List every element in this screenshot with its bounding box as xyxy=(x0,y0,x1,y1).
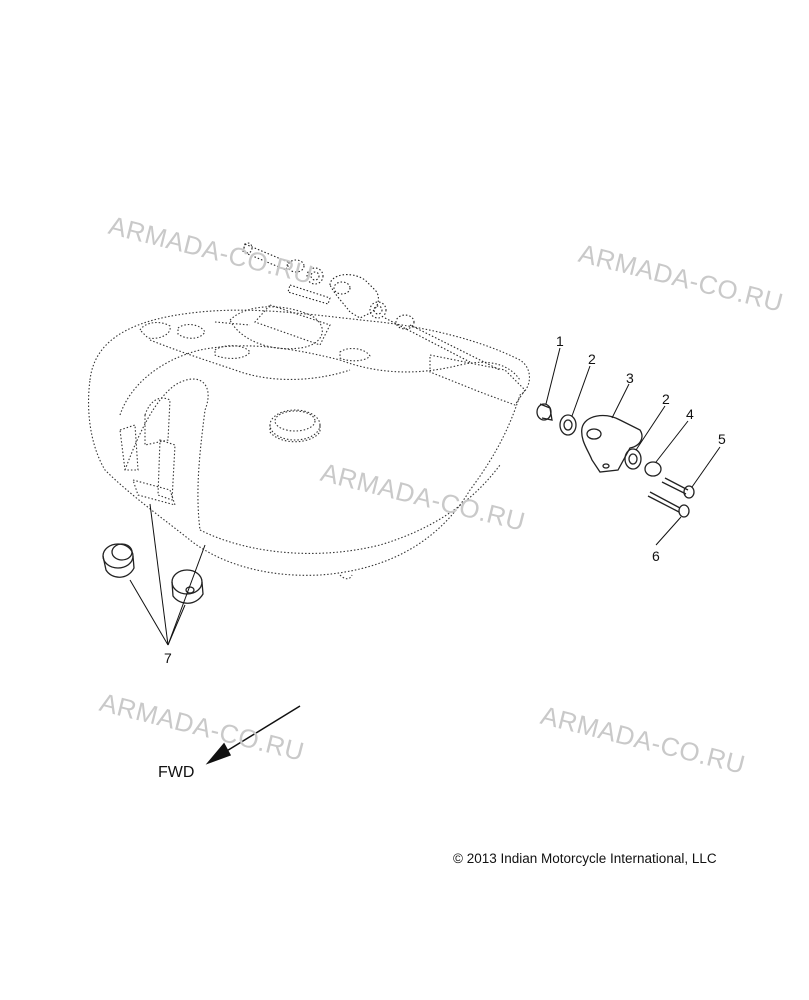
callout-2: 2 xyxy=(662,391,670,407)
upper-mount-assembly xyxy=(242,242,501,371)
fuel-tank xyxy=(88,304,530,580)
rubber-grommets xyxy=(102,543,204,604)
callout-2: 2 xyxy=(588,351,596,367)
leader-lines xyxy=(129,347,721,646)
callout-3: 3 xyxy=(626,370,634,386)
fuel-cap xyxy=(269,409,321,443)
callout-1: 1 xyxy=(556,333,564,349)
callout-4: 4 xyxy=(686,406,694,422)
callout-6: 6 xyxy=(652,548,660,564)
callout-7: 7 xyxy=(164,650,172,666)
copyright-text: © 2013 Indian Motorcycle International, … xyxy=(453,851,717,866)
mount-hardware xyxy=(536,403,695,518)
forward-arrow xyxy=(205,705,301,765)
fwd-label: FWD xyxy=(158,764,195,781)
callout-5: 5 xyxy=(718,431,726,447)
